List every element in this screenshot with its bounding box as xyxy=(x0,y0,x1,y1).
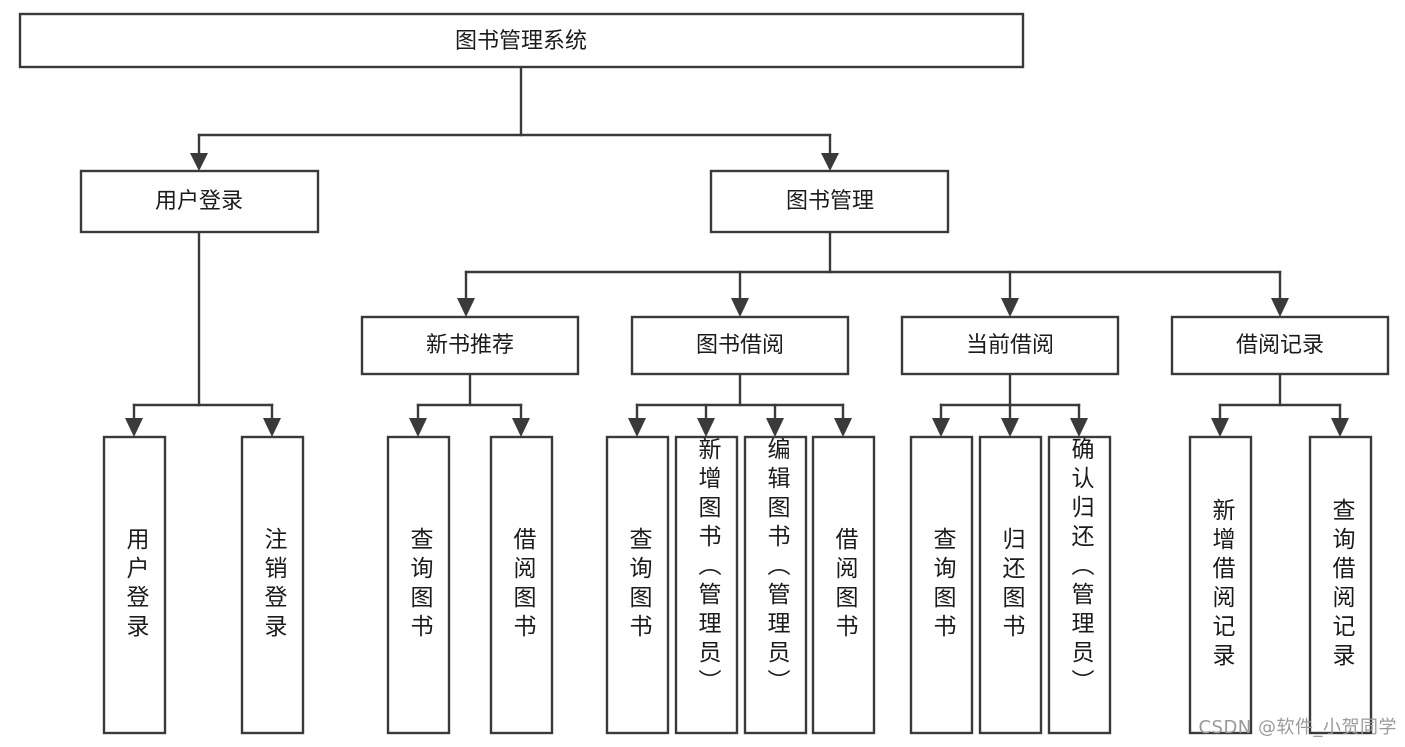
connector-newbook-to-leaves xyxy=(409,372,530,437)
node-leaf-user-login-box[interactable] xyxy=(102,435,167,735)
node-leaf-edit-book-box[interactable] xyxy=(743,435,808,735)
node-leaf-return-book-box[interactable] xyxy=(978,435,1043,735)
arrow-head-icon xyxy=(190,153,208,171)
node-current-borrow-label: 当前借阅 xyxy=(966,333,1054,358)
arrow-head-icon xyxy=(1001,418,1019,437)
node-user-login-box[interactable] xyxy=(79,169,320,234)
node-book-borrow-label: 图书借阅 xyxy=(696,333,784,358)
node-leaf-query-record-box[interactable] xyxy=(1308,435,1373,735)
arrow-head-icon xyxy=(628,418,646,437)
node-leaf-user-logout-box[interactable] xyxy=(240,435,305,735)
node-book-manage[interactable]: 图书管理 xyxy=(709,169,950,234)
arrow-head-icon xyxy=(1070,418,1088,437)
node-borrow-record[interactable]: 借阅记录 xyxy=(1170,315,1390,376)
node-leaf-query-book-1-box[interactable] xyxy=(386,435,451,735)
connector-bookborrow-to-leaves xyxy=(628,372,852,437)
node-root[interactable]: 图书管理系统 xyxy=(18,12,1025,69)
arrow-head-icon xyxy=(457,298,475,317)
node-borrow-record-box[interactable] xyxy=(1170,315,1390,376)
node-new-book-recommend[interactable]: 新书推荐 xyxy=(360,315,580,376)
node-leaf-borrow-book-2-box[interactable] xyxy=(811,435,876,735)
node-leaf-borrow-book-1-box[interactable] xyxy=(489,435,554,735)
arrow-head-icon xyxy=(932,418,950,437)
node-book-manage-box[interactable] xyxy=(709,169,950,234)
node-new-book-recommend-box[interactable] xyxy=(360,315,580,376)
connector-root-to-level1 xyxy=(190,65,839,171)
arrow-head-icon xyxy=(125,418,143,437)
connector-currentborrow-to-leaves xyxy=(932,372,1088,437)
arrow-head-icon xyxy=(834,418,852,437)
node-book-manage-label: 图书管理 xyxy=(786,189,874,214)
arrow-head-icon xyxy=(821,153,839,171)
node-borrow-record-label: 借阅记录 xyxy=(1236,333,1324,358)
connector-bookmanage-to-level2 xyxy=(457,230,1289,317)
node-leaf-add-record-box[interactable] xyxy=(1188,435,1253,735)
node-user-login[interactable]: 用户登录 xyxy=(79,169,320,234)
arrow-head-icon xyxy=(1001,298,1019,317)
csdn-watermark: CSDN @软件_小贺同学 xyxy=(1198,717,1397,738)
node-leaf-confirm-return-box[interactable] xyxy=(1047,435,1112,735)
arrow-head-icon xyxy=(766,418,784,437)
arrow-head-icon xyxy=(409,418,427,437)
node-book-borrow[interactable]: 图书借阅 xyxy=(630,315,850,376)
node-root-box[interactable] xyxy=(18,12,1025,69)
node-current-borrow-box[interactable] xyxy=(900,315,1120,376)
node-leaf-query-book-2-box[interactable] xyxy=(605,435,670,735)
connector-userlogin-to-leaves xyxy=(125,230,281,437)
arrow-head-icon xyxy=(731,298,749,317)
arrow-head-icon xyxy=(697,418,715,437)
node-book-borrow-box[interactable] xyxy=(630,315,850,376)
arrow-head-icon xyxy=(512,418,530,437)
node-new-book-recommend-label: 新书推荐 xyxy=(426,333,514,358)
connector-borrowrecord-to-leaves xyxy=(1211,372,1349,437)
node-user-login-label: 用户登录 xyxy=(155,189,243,214)
node-leaf-add-book-box[interactable] xyxy=(674,435,739,735)
node-leaf-query-book-3-box[interactable] xyxy=(909,435,974,735)
arrow-head-icon xyxy=(1331,418,1349,437)
arrow-head-icon xyxy=(263,418,281,437)
node-current-borrow[interactable]: 当前借阅 xyxy=(900,315,1120,376)
arrow-head-icon xyxy=(1211,418,1229,437)
arrow-head-icon xyxy=(1271,298,1289,317)
node-root-label: 图书管理系统 xyxy=(455,29,587,54)
